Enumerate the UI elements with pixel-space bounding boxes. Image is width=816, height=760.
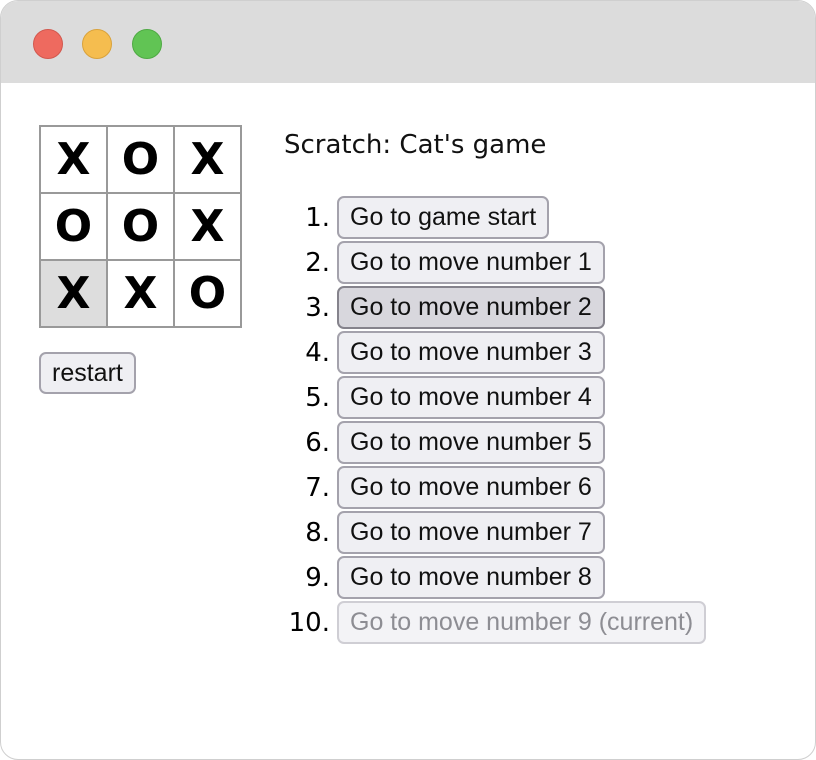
board-square[interactable]: X (175, 127, 242, 194)
go-to-move-button[interactable]: Go to move number 6 (337, 466, 605, 509)
board-square[interactable]: O (108, 127, 175, 194)
move-history-list: 1. Go to game start 2. Go to move number… (281, 195, 707, 645)
move-number: 10. (288, 607, 330, 638)
move-number: 9. (305, 562, 330, 593)
move-list-item: 3. Go to move number 2 (281, 285, 706, 330)
board-square[interactable]: X (41, 261, 108, 328)
move-number: 4. (305, 337, 330, 368)
move-number: 2. (305, 247, 330, 278)
board-square[interactable]: O (175, 261, 242, 328)
go-to-move-button[interactable]: Go to move number 2 (337, 286, 605, 329)
board-square[interactable]: O (108, 194, 175, 261)
move-list-item: 6. Go to move number 5 (281, 420, 706, 465)
game-board: X O X O O X X X O (39, 125, 242, 328)
move-number: 8. (305, 517, 330, 548)
move-list-item: 2. Go to move number 1 (281, 240, 706, 285)
move-number: 1. (305, 202, 330, 233)
move-number: 5. (305, 382, 330, 413)
restart-button[interactable]: restart (39, 352, 136, 394)
move-list-item: 9. Go to move number 8 (281, 555, 706, 600)
close-window-button[interactable] (33, 29, 63, 59)
go-to-move-button[interactable]: Go to game start (337, 196, 550, 239)
go-to-move-button[interactable]: Go to move number 5 (337, 421, 605, 464)
move-list-item: 7. Go to move number 6 (281, 465, 706, 510)
move-list-item: 1. Go to game start (281, 195, 706, 240)
board-square[interactable]: X (108, 261, 175, 328)
title-bar (1, 1, 815, 83)
game-status: Scratch: Cat's game (284, 130, 547, 160)
go-to-move-button[interactable]: Go to move number 8 (337, 556, 605, 599)
move-list-item: 4. Go to move number 3 (281, 330, 706, 375)
move-number: 6. (305, 427, 330, 458)
go-to-move-button[interactable]: Go to move number 7 (337, 511, 605, 554)
move-list-item: 5. Go to move number 4 (281, 375, 706, 420)
go-to-move-button[interactable]: Go to move number 4 (337, 376, 605, 419)
maximize-window-button[interactable] (132, 29, 162, 59)
move-list-item: 10. Go to move number 9 (current) (281, 600, 707, 645)
move-number: 3. (305, 292, 330, 323)
go-to-move-button[interactable]: Go to move number 3 (337, 331, 605, 374)
minimize-window-button[interactable] (82, 29, 112, 59)
move-number: 7. (305, 472, 330, 503)
current-move-button: Go to move number 9 (current) (337, 601, 707, 644)
go-to-move-button[interactable]: Go to move number 1 (337, 241, 605, 284)
board-square[interactable]: X (175, 194, 242, 261)
board-square[interactable]: O (41, 194, 108, 261)
move-list-item: 8. Go to move number 7 (281, 510, 706, 555)
board-square[interactable]: X (41, 127, 108, 194)
